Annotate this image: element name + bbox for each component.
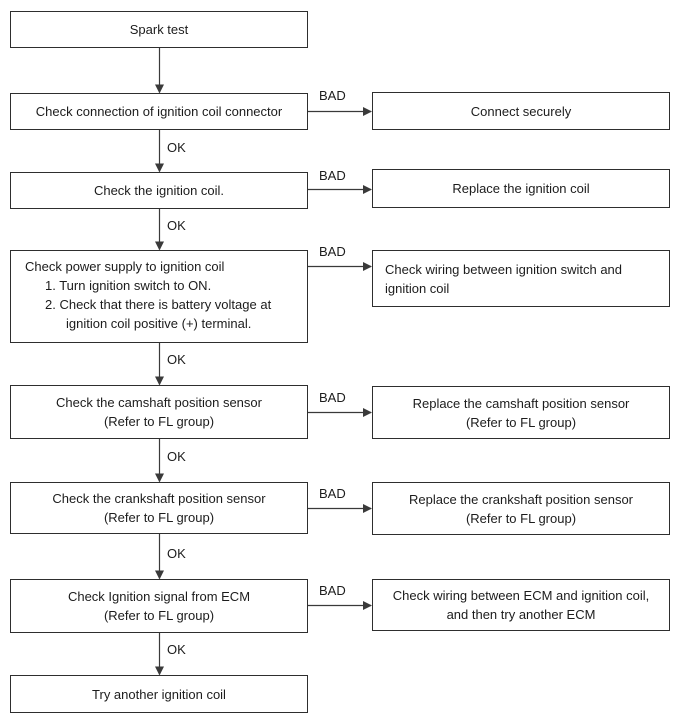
node-label: (Refer to FL group) — [103, 608, 215, 623]
node-step: 2. Check that there is battery voltage a… — [45, 297, 272, 312]
bad-label: BAD — [319, 244, 346, 259]
node-check-ignition-coil: Check the ignition coil. — [10, 172, 308, 209]
node-replace-ignition-coil: Replace the ignition coil — [372, 169, 670, 208]
bad-label: BAD — [319, 168, 346, 183]
node-step: 1. Turn ignition switch to ON. — [45, 278, 212, 293]
node-connect-securely: Connect securely — [372, 92, 670, 130]
node-check-power-supply: Check power supply to ignition coil 1. T… — [10, 250, 308, 343]
ok-label: OK — [167, 218, 186, 233]
node-check-ecm-signal: Check Ignition signal from ECM (Refer to… — [10, 579, 308, 633]
node-step: ignition coil positive (+) terminal. — [66, 316, 252, 331]
node-try-another-coil: Try another ignition coil — [10, 675, 308, 713]
node-label: ignition coil — [385, 280, 450, 296]
node-check-crankshaft-sensor: Check the crankshaft position sensor (Re… — [10, 482, 308, 534]
node-check-wiring-ignition-switch: Check wiring between ignition switch and… — [372, 250, 670, 307]
bad-label: BAD — [319, 583, 346, 598]
node-label: (Refer to FL group) — [465, 414, 577, 430]
ok-label: OK — [167, 642, 186, 657]
node-label: Check the crankshaft position sensor — [52, 491, 266, 506]
node-check-wiring-ecm: Check wiring between ECM and ignition co… — [372, 579, 670, 631]
node-label: Check Ignition signal from ECM — [67, 589, 251, 604]
bad-label: BAD — [319, 390, 346, 405]
node-label: Try another ignition coil — [92, 686, 226, 702]
node-label: (Refer to FL group) — [103, 510, 215, 525]
ok-label: OK — [167, 449, 186, 464]
node-label: Replace the camshaft position sensor — [412, 395, 630, 411]
node-spark-test: Spark test — [10, 11, 308, 48]
node-replace-crankshaft-sensor: Replace the crankshaft position sensor (… — [372, 482, 670, 535]
node-label: Check the ignition coil. — [93, 183, 225, 198]
bad-label: BAD — [319, 88, 346, 103]
node-label: (Refer to FL group) — [465, 510, 577, 526]
ok-label: OK — [167, 140, 186, 155]
node-check-camshaft-sensor: Check the camshaft position sensor (Refe… — [10, 385, 308, 439]
node-label: Check the camshaft position sensor — [56, 395, 262, 410]
node-replace-camshaft-sensor: Replace the camshaft position sensor (Re… — [372, 386, 670, 439]
node-label: Check connection of ignition coil connec… — [35, 104, 283, 119]
node-check-connection: Check connection of ignition coil connec… — [10, 93, 308, 130]
ok-label: OK — [167, 546, 186, 561]
ok-label: OK — [167, 352, 186, 367]
bad-label: BAD — [319, 486, 346, 501]
node-label: and then try another ECM — [446, 607, 596, 622]
node-label: Replace the crankshaft position sensor — [408, 491, 633, 507]
node-label: Replace the ignition coil — [452, 181, 590, 196]
node-label: Check power supply to ignition coil — [25, 259, 225, 274]
node-label: Spark test — [129, 22, 189, 37]
node-label: (Refer to FL group) — [103, 414, 215, 429]
node-label: Connect securely — [470, 103, 572, 119]
node-label: Check wiring between ignition switch and — [385, 261, 623, 277]
node-label: Check wiring between ECM and ignition co… — [392, 588, 650, 603]
